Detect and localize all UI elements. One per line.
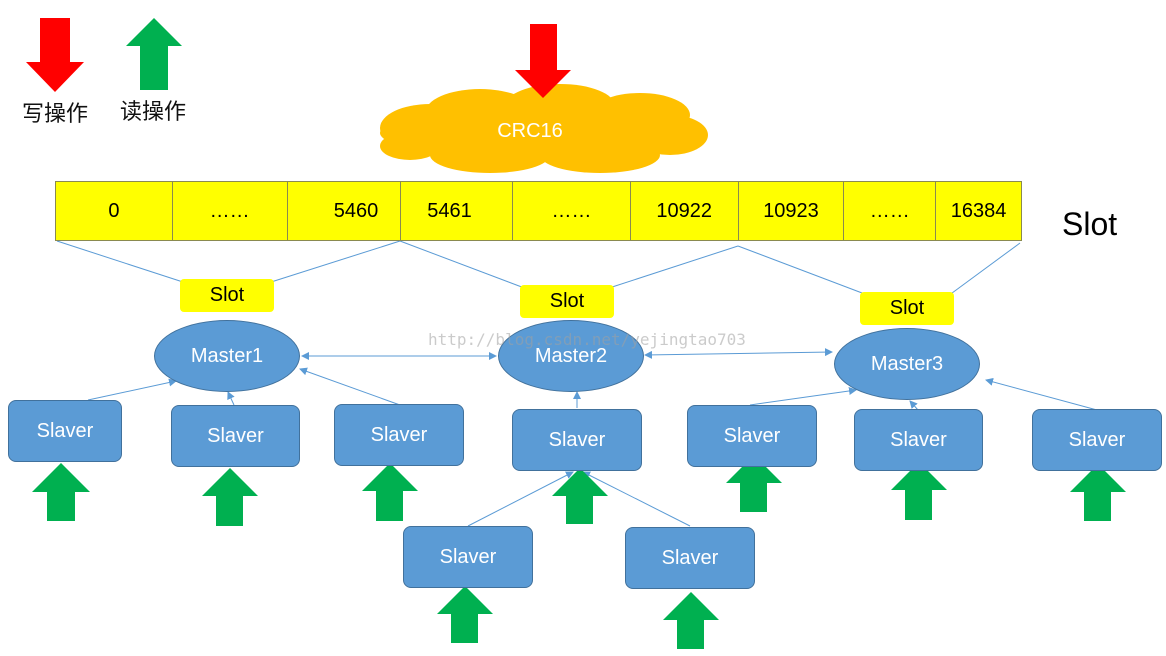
master2-node: Master2 <box>498 320 644 392</box>
slave-node: Slaver <box>687 405 817 467</box>
read-arrow-icon <box>32 463 90 521</box>
slot-bar: 0 …… 5460 5461 …… 10922 10923 …… 16384 <box>55 181 1022 241</box>
read-arrow-icon <box>663 592 719 649</box>
read-arrow-icon <box>891 462 947 520</box>
read-operation-label: 读操作 <box>120 100 187 125</box>
bar-to-slot-lines <box>56 240 1021 297</box>
slave-node: Slaver <box>8 400 122 462</box>
write-operation-label: 写操作 <box>22 102 89 127</box>
slave-node: Slaver <box>1032 409 1162 471</box>
slot-cell: …… <box>844 182 937 240</box>
slave-node: Slaver <box>854 409 983 471</box>
slot-side-label: Slot <box>1062 206 1118 242</box>
read-arrow-icon <box>437 586 493 643</box>
slave-node: Slaver <box>403 526 533 588</box>
slot-tag-master3: Slot <box>860 292 954 325</box>
slot-cell: 10922 <box>631 182 739 240</box>
read-arrow-icon <box>726 455 782 512</box>
crc16-cloud <box>380 84 708 173</box>
slot-cell: …… <box>173 182 288 240</box>
slot-cell: 0 <box>56 182 173 240</box>
read-arrow-icon <box>552 468 608 524</box>
crc16-label: CRC16 <box>497 120 563 142</box>
read-arrow-icon <box>126 18 182 90</box>
read-arrow-icon <box>202 468 258 526</box>
slave-node: Slaver <box>625 527 755 589</box>
master1-node: Master1 <box>154 320 300 392</box>
slot-tag-master1: Slot <box>180 279 274 312</box>
write-arrow-icon <box>26 18 84 92</box>
slave-to-master-links <box>87 367 1098 527</box>
slave-node: Slaver <box>334 404 464 466</box>
slot-cell: …… <box>513 182 631 240</box>
slot-cell: 5460 <box>288 182 402 240</box>
slot-cell: 16384 <box>950 199 1007 222</box>
write-into-crc16-arrow-icon <box>515 24 571 98</box>
master-replication-links <box>301 348 833 360</box>
slot-cell: 10923 <box>739 182 845 240</box>
master3-node: Master3 <box>834 328 980 400</box>
read-arrow-icon <box>362 463 418 521</box>
read-arrows <box>32 455 1126 649</box>
watermark-text: http://blog.csdn.net/yejingtao703 <box>428 330 746 349</box>
slave-node: Slaver <box>171 405 300 467</box>
slot-tag-master2: Slot <box>520 285 614 318</box>
slave-node: Slaver <box>512 409 642 471</box>
slot-cell: 5461 <box>401 182 514 240</box>
read-arrow-icon <box>1070 464 1126 521</box>
